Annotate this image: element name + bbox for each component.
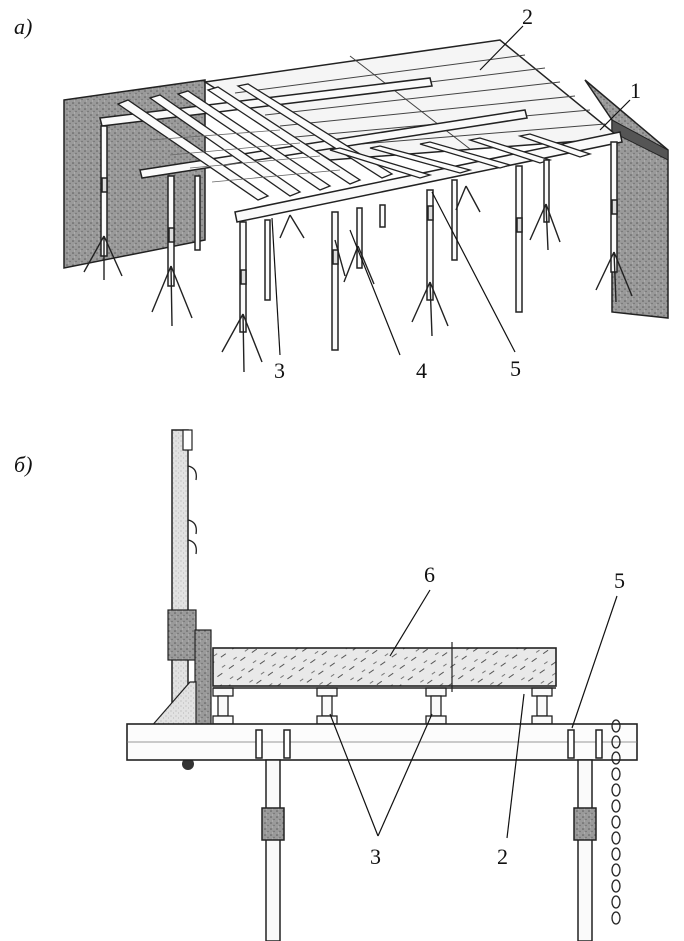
label-4: 4 (416, 358, 427, 383)
panel-label-b: б) (14, 452, 32, 477)
props-section (255, 729, 603, 941)
concrete-slab (212, 647, 557, 687)
secondary-i-beams (212, 687, 553, 725)
label-3-section: 3 (370, 844, 381, 869)
secondary-beams (116, 83, 593, 201)
label-2-section: 2 (497, 844, 508, 869)
label-3: 3 (274, 358, 285, 383)
label-2: 2 (522, 4, 533, 29)
props (100, 125, 618, 351)
label-1: 1 (630, 78, 641, 103)
tripods (83, 185, 633, 373)
panel-label-a: а) (14, 14, 32, 39)
panel-b-section-view (126, 429, 638, 941)
label-5-section: 5 (614, 568, 625, 593)
panel-a-isometric-view (63, 25, 669, 373)
label-6: 6 (424, 562, 435, 587)
label-5: 5 (510, 356, 521, 381)
chain (611, 719, 621, 925)
